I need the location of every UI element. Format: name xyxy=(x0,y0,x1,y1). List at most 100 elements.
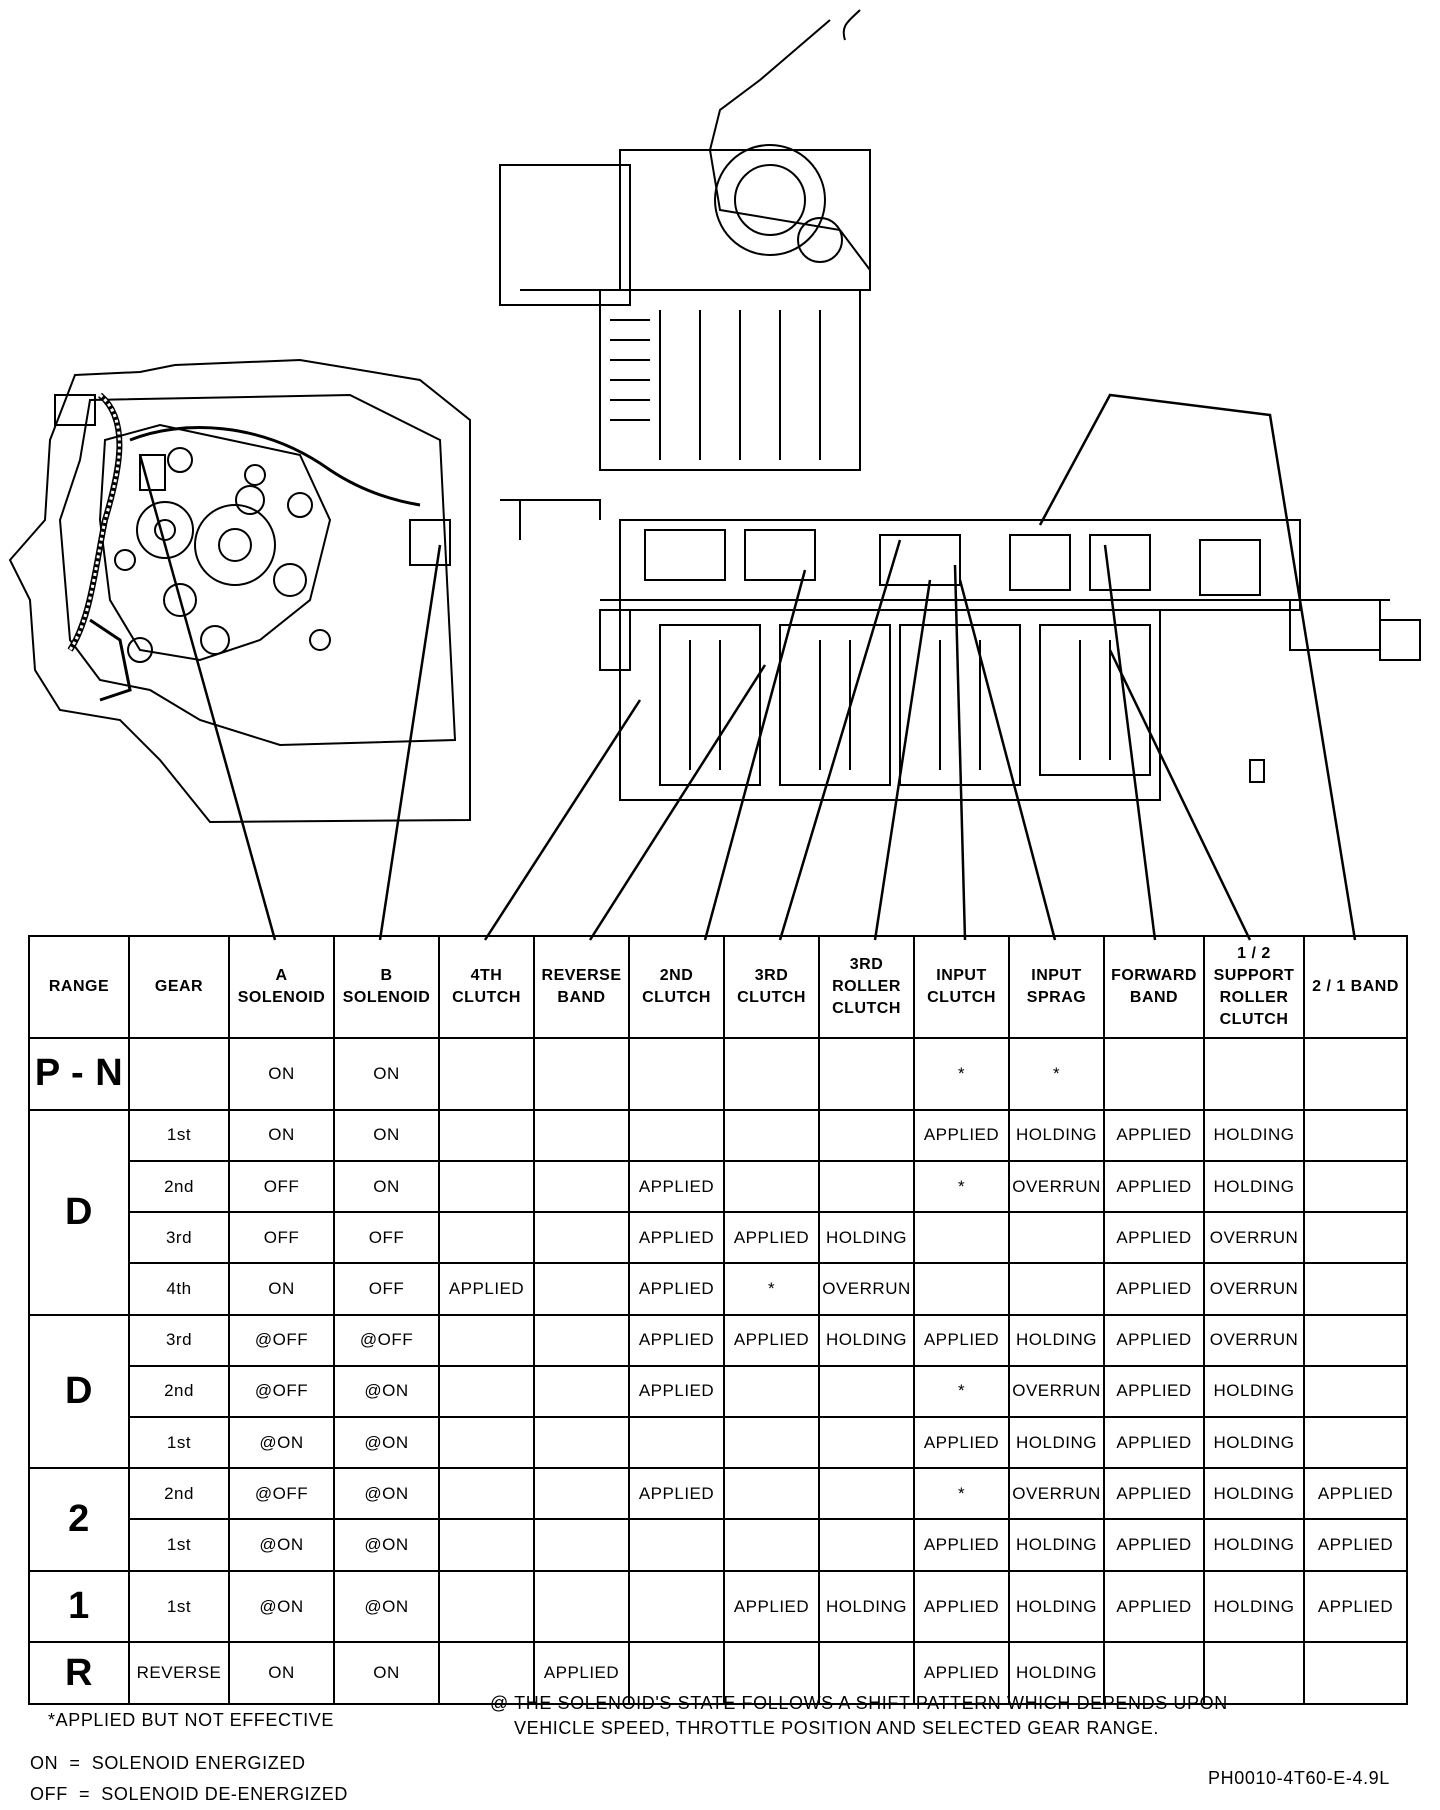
forward-band-cell: APPLIED xyxy=(1103,1159,1205,1214)
input-clutch-cell: APPLIED xyxy=(913,1569,1010,1644)
input-clutch-cell: * xyxy=(913,1364,1010,1419)
input-sprag-cell: OVERRUN xyxy=(1008,1364,1105,1419)
a-solenoid-cell: ON xyxy=(228,1641,335,1705)
3rd-clutch-cell xyxy=(723,1467,820,1521)
3rd-clutch-cell: APPLIED xyxy=(723,1211,820,1265)
gear-cell: 4th xyxy=(128,1262,230,1316)
2nd-clutch-cell: APPLIED xyxy=(628,1364,725,1419)
gear-cell: REVERSE xyxy=(128,1641,230,1705)
support-roller-clutch-cell: HOLDING xyxy=(1203,1518,1305,1572)
3rd-roller-clutch-cell xyxy=(818,1108,915,1162)
2nd-clutch-cell xyxy=(628,1518,725,1572)
input-clutch-cell: APPLIED xyxy=(913,1108,1010,1162)
2nd-clutch-cell xyxy=(628,1641,725,1705)
header-4th-clutch: 4TH CLUTCH xyxy=(438,935,535,1039)
a-solenoid-cell: @ON xyxy=(228,1416,335,1470)
gear-cell: 1st xyxy=(128,1518,230,1572)
2-1-band-cell: APPLIED xyxy=(1303,1518,1408,1572)
input-sprag-cell: HOLDING xyxy=(1008,1569,1105,1644)
2-1-band-cell xyxy=(1303,1641,1408,1705)
input-clutch-cell: * xyxy=(913,1037,1010,1111)
b-solenoid-cell: ON xyxy=(333,1159,440,1214)
forward-band-cell xyxy=(1103,1037,1205,1111)
support-roller-clutch-cell: HOLDING xyxy=(1203,1159,1305,1214)
support-roller-clutch-cell: OVERRUN xyxy=(1203,1313,1305,1367)
header-support-roller-clutch: 1 / 2 SUPPORT ROLLER CLUTCH xyxy=(1203,935,1305,1039)
input-clutch-cell: APPLIED xyxy=(913,1641,1010,1705)
2nd-clutch-cell xyxy=(628,1416,725,1470)
header-2-1-band: 2 / 1 BAND xyxy=(1303,935,1408,1039)
support-roller-clutch-cell: OVERRUN xyxy=(1203,1211,1305,1265)
forward-band-cell: APPLIED xyxy=(1103,1416,1205,1470)
reverse-band-cell xyxy=(533,1108,630,1162)
header-b-solenoid: B SOLENOID xyxy=(333,935,440,1039)
3rd-clutch-cell: * xyxy=(723,1262,820,1316)
range-cell: D xyxy=(28,1313,130,1470)
3rd-roller-clutch-cell xyxy=(818,1467,915,1521)
2-1-band-cell xyxy=(1303,1416,1408,1470)
support-roller-clutch-cell: HOLDING xyxy=(1203,1569,1305,1644)
transmission-cross-section xyxy=(499,9,1421,801)
forward-band-cell: APPLIED xyxy=(1103,1569,1205,1644)
3rd-roller-clutch-cell xyxy=(818,1518,915,1572)
note-off-definition: OFF = SOLENOID DE-ENERGIZED xyxy=(30,1784,348,1804)
3rd-clutch-cell: APPLIED xyxy=(723,1313,820,1367)
b-solenoid-cell: @ON xyxy=(333,1518,440,1572)
support-roller-clutch-cell xyxy=(1203,1641,1305,1705)
gear-cell: 3rd xyxy=(128,1313,230,1367)
a-solenoid-cell: ON xyxy=(228,1108,335,1162)
4th-clutch-cell xyxy=(438,1518,535,1572)
b-solenoid-cell: @ON xyxy=(333,1467,440,1521)
input-clutch-cell: * xyxy=(913,1467,1010,1521)
2-1-band-cell xyxy=(1303,1364,1408,1419)
input-clutch-cell: APPLIED xyxy=(913,1518,1010,1572)
3rd-roller-clutch-cell: HOLDING xyxy=(818,1211,915,1265)
3rd-clutch-cell xyxy=(723,1364,820,1419)
header-range: RANGE xyxy=(28,935,130,1039)
valve-body-drawing xyxy=(8,358,471,824)
reverse-band-cell xyxy=(533,1416,630,1470)
header-gear: GEAR xyxy=(128,935,230,1039)
header-input-sprag: INPUT SPRAG xyxy=(1008,935,1105,1039)
b-solenoid-cell: @ON xyxy=(333,1569,440,1644)
3rd-roller-clutch-cell: OVERRUN xyxy=(818,1262,915,1316)
3rd-roller-clutch-cell: HOLDING xyxy=(818,1313,915,1367)
input-sprag-cell: OVERRUN xyxy=(1008,1467,1105,1521)
4th-clutch-cell xyxy=(438,1416,535,1470)
2nd-clutch-cell: APPLIED xyxy=(628,1159,725,1214)
2nd-clutch-cell: APPLIED xyxy=(628,1467,725,1521)
2-1-band-cell: APPLIED xyxy=(1303,1569,1408,1644)
range-cell: P - N xyxy=(28,1037,130,1111)
b-solenoid-cell: @ON xyxy=(333,1364,440,1419)
a-solenoid-cell: OFF xyxy=(228,1211,335,1265)
2-1-band-cell xyxy=(1303,1211,1408,1265)
2-1-band-cell xyxy=(1303,1313,1408,1367)
4th-clutch-cell xyxy=(438,1569,535,1644)
forward-band-cell: APPLIED xyxy=(1103,1108,1205,1162)
gear-cell: 1st xyxy=(128,1416,230,1470)
reverse-band-cell xyxy=(533,1364,630,1419)
range-cell: R xyxy=(28,1641,130,1705)
4th-clutch-cell xyxy=(438,1641,535,1705)
figure-id: PH0010-4T60-E-4.9L xyxy=(1208,1768,1390,1788)
header-forward-band: FORWARD BAND xyxy=(1103,935,1205,1039)
3rd-roller-clutch-cell xyxy=(818,1159,915,1214)
2-1-band-cell: APPLIED xyxy=(1303,1467,1408,1521)
3rd-clutch-cell xyxy=(723,1108,820,1162)
input-clutch-cell: APPLIED xyxy=(913,1313,1010,1367)
support-roller-clutch-cell: HOLDING xyxy=(1203,1364,1305,1419)
a-solenoid-cell: @ON xyxy=(228,1518,335,1572)
2nd-clutch-cell: APPLIED xyxy=(628,1313,725,1367)
3rd-clutch-cell xyxy=(723,1518,820,1572)
header-3rd-clutch: 3RD CLUTCH xyxy=(723,935,820,1039)
a-solenoid-cell: ON xyxy=(228,1037,335,1111)
4th-clutch-cell xyxy=(438,1467,535,1521)
leader-lines xyxy=(138,393,1357,941)
note-asterisk: *APPLIED BUT NOT EFFECTIVE xyxy=(48,1710,334,1730)
2nd-clutch-cell xyxy=(628,1569,725,1644)
